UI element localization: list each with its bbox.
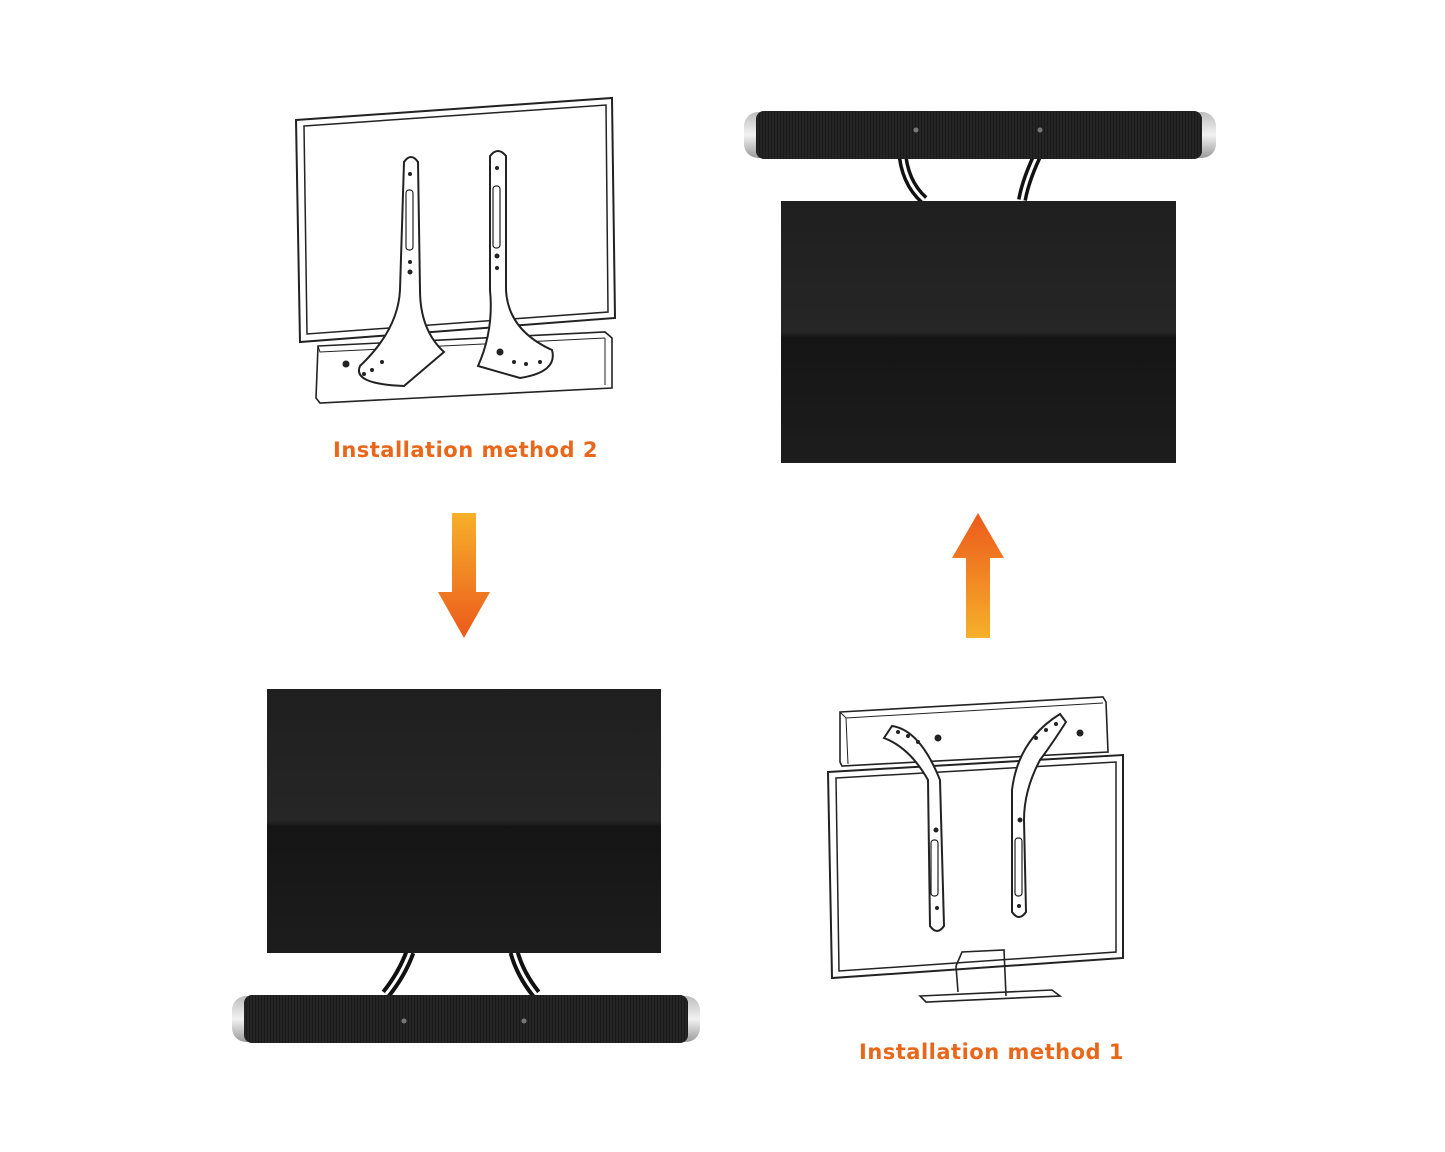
arrow-up-icon xyxy=(952,513,1004,638)
arrow-down-icon xyxy=(438,513,490,638)
tv-solid-soundbar-below xyxy=(232,689,700,1043)
tv-line-drawing-method-1 xyxy=(826,696,1124,1003)
tv-line-drawing-method-2 xyxy=(294,96,617,404)
caption-installation-method-1: Installation method 1 xyxy=(859,1040,1124,1064)
tv-solid-soundbar-above xyxy=(744,111,1216,463)
caption-installation-method-2: Installation method 2 xyxy=(333,438,598,462)
